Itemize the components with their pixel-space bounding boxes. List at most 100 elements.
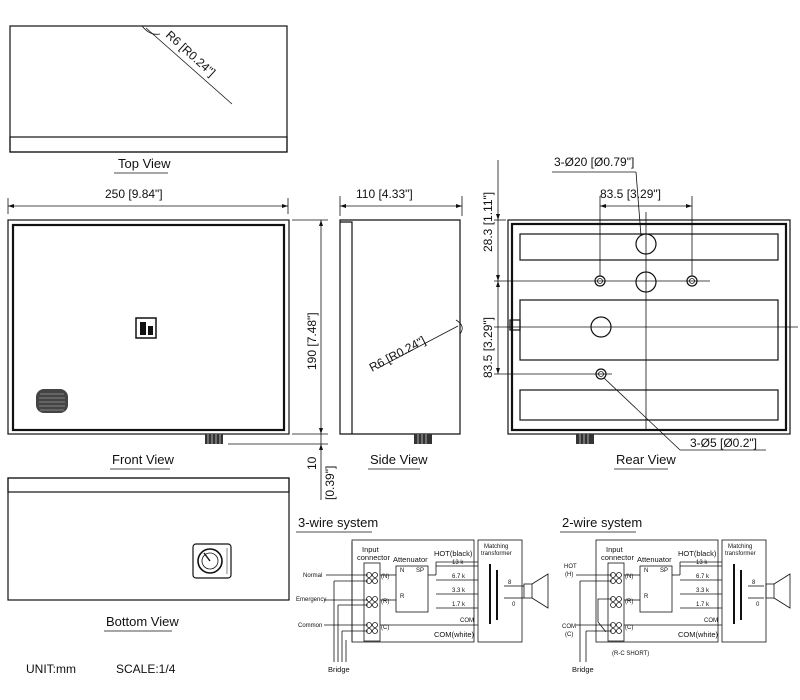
svg-text:Matching: Matching — [728, 544, 752, 550]
width-dimension: 250 [9.84"] — [7, 187, 289, 214]
rear-knob — [576, 434, 594, 444]
top-radius-label: R6 [R0.24"] — [163, 28, 218, 80]
logo-mark-left — [140, 322, 146, 335]
svg-text:Attenuator: Attenuator — [637, 555, 672, 564]
width-arrow-right — [282, 204, 288, 208]
two-wire-attenuator — [639, 565, 673, 613]
three-wire-screws — [366, 572, 378, 634]
microphone-grille — [36, 389, 68, 413]
side-radius-label: R6 [R0.24"] — [367, 333, 428, 374]
svg-text:SP: SP — [416, 568, 424, 574]
bottom-rear-lip — [7, 477, 290, 493]
svg-text:(R): (R) — [381, 599, 389, 605]
top-offset-label: 28.3 [1.11"] — [481, 192, 495, 252]
svg-text:3.3 k: 3.3 k — [452, 588, 466, 594]
front-volume-knob — [205, 434, 223, 444]
svg-text:(H): (H) — [565, 572, 573, 578]
svg-text:connector: connector — [601, 553, 634, 562]
two-wire-screws — [610, 572, 622, 634]
logo-mark-right — [148, 326, 153, 335]
depth-label: 110 [4.33"] — [356, 187, 413, 201]
foot-height-inch-label: [0.39"] — [323, 466, 337, 500]
svg-text:Bridge: Bridge — [572, 665, 594, 674]
svg-text:R: R — [644, 594, 649, 600]
svg-text:6.7 k: 6.7 k — [696, 574, 710, 580]
side-view-title: Side View — [370, 452, 428, 467]
svg-text:COM: COM — [460, 618, 474, 624]
svg-text:Normal: Normal — [303, 573, 322, 579]
svg-text:Input: Input — [362, 545, 380, 554]
svg-text:COM(white): COM(white) — [434, 630, 475, 639]
front-view: Front View — [7, 219, 290, 470]
logo-box — [135, 317, 157, 339]
svg-text:Matching: Matching — [484, 544, 508, 550]
bottom-view-title: Bottom View — [106, 614, 179, 629]
front-view-title: Front View — [112, 452, 175, 467]
bottom-outline — [7, 477, 290, 601]
svg-text:HOT(black): HOT(black) — [678, 549, 717, 558]
svg-text:0: 0 — [756, 602, 760, 608]
pitch-v-label: 83.5 [3.29"] — [481, 317, 495, 378]
svg-text:3.3 k: 3.3 k — [696, 588, 710, 594]
two-wire-speaker-icon — [765, 573, 791, 609]
two-wire-title: 2-wire system — [562, 515, 642, 530]
three-wire-diagram: 3-wire system Input connector Attenuator… — [296, 515, 549, 674]
mount-holes-label: 3-Ø5 [Ø0.2"] — [690, 436, 757, 450]
side-view: 110 [4.33"] R6 [R0.24"] Side View — [339, 187, 463, 470]
three-wire-transformer-box — [477, 539, 523, 643]
svg-text:13 k: 13 k — [696, 560, 708, 566]
rear-side-tab — [509, 319, 521, 331]
front-outline — [7, 219, 290, 435]
rear-slot-middle — [519, 299, 779, 361]
rear-view-title: Rear View — [616, 452, 676, 467]
svg-text:N: N — [644, 568, 648, 574]
svg-text:Input: Input — [606, 545, 624, 554]
two-wire-input-box — [595, 539, 719, 643]
svg-text:COM: COM — [704, 618, 718, 624]
two-wire-diagram: 2-wire system Input connector Attenuator… — [560, 515, 791, 674]
svg-text:(C): (C) — [625, 625, 633, 631]
svg-text:0: 0 — [512, 602, 516, 608]
three-wire-title: 3-wire system — [298, 515, 378, 530]
svg-text:6.7 k: 6.7 k — [452, 574, 466, 580]
svg-text:Bridge: Bridge — [328, 665, 350, 674]
speaker-logo — [135, 317, 157, 339]
svg-text:COM(white): COM(white) — [678, 630, 719, 639]
top-view-outline — [9, 25, 288, 153]
svg-text:connector: connector — [357, 553, 390, 562]
svg-text:transformer: transformer — [481, 551, 512, 557]
three-wire-attenuator — [395, 565, 429, 613]
scale-label: SCALE:1/4 — [116, 662, 176, 676]
svg-text:(C): (C) — [381, 625, 389, 631]
unit-label: UNIT:mm — [26, 662, 76, 676]
svg-text:HOT: HOT — [564, 564, 577, 570]
foot-height-label: 10 — [305, 456, 319, 470]
knockout-label: 3-Ø20 [Ø0.79"] — [554, 155, 634, 169]
svg-text:COM: COM — [562, 624, 576, 630]
front-inner-frame — [11, 223, 286, 432]
top-view: R6 [R0.24"] Top View — [9, 25, 288, 174]
svg-text:transformer: transformer — [725, 551, 756, 557]
svg-text:8: 8 — [508, 580, 512, 586]
rear-view: 28.3 [1.11"] 83.5 [3.29"] 83.5 [3.29"] 3… — [481, 155, 798, 470]
svg-text:Attenuator: Attenuator — [393, 555, 428, 564]
svg-text:(N): (N) — [381, 574, 389, 580]
side-radius-leader — [377, 325, 459, 369]
svg-text:(C): (C) — [565, 632, 573, 638]
svg-text:(R-C SHORT): (R-C SHORT) — [612, 651, 649, 657]
svg-text:13 k: 13 k — [452, 560, 464, 566]
top-radius-arc — [141, 25, 161, 35]
svg-text:1.7 k: 1.7 k — [452, 602, 466, 608]
rear-slot-top — [519, 233, 779, 261]
svg-text:Emergency: Emergency — [296, 597, 326, 603]
svg-text:HOT(black): HOT(black) — [434, 549, 473, 558]
svg-text:SP: SP — [660, 568, 668, 574]
top-view-front-lip — [9, 136, 288, 153]
svg-text:(R): (R) — [625, 599, 633, 605]
svg-text:1.7 k: 1.7 k — [696, 602, 710, 608]
svg-text:R: R — [400, 594, 405, 600]
grille-body — [36, 389, 68, 413]
side-front-lip — [340, 221, 353, 434]
svg-text:8: 8 — [752, 580, 756, 586]
